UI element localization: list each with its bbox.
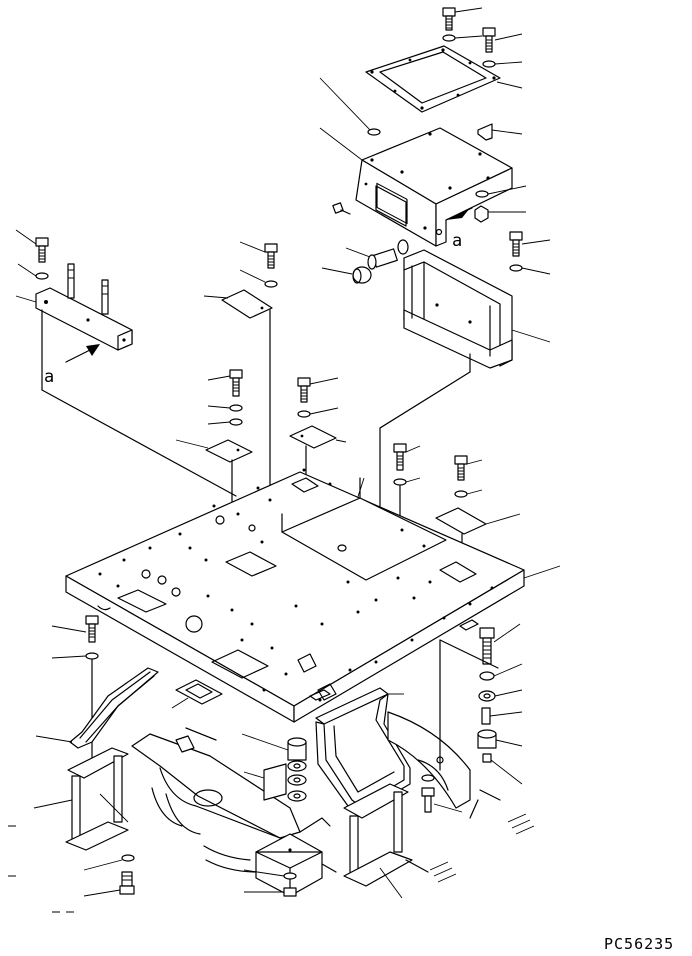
right-bolt-5 xyxy=(435,455,521,573)
rubber-mount-stack xyxy=(241,733,307,802)
mid-bolt-1 xyxy=(239,241,278,288)
drawing-code: PC56235 xyxy=(604,935,674,953)
left-bolt xyxy=(15,229,49,280)
main-frame-plate xyxy=(65,468,561,723)
cover-plate xyxy=(365,45,523,113)
right-legs xyxy=(343,783,413,899)
view-label-a-left: a xyxy=(44,367,54,387)
top-washer xyxy=(442,34,483,42)
right-mount-kit xyxy=(439,623,523,785)
mount-plug-and-bushing xyxy=(321,239,409,284)
left-curved-support xyxy=(35,667,159,749)
mid-bolt-3 xyxy=(289,377,347,476)
view-label-a-right: a xyxy=(452,231,462,251)
box-bracket xyxy=(403,249,551,369)
right-upper-bolt xyxy=(509,231,551,275)
left-legs xyxy=(33,747,129,851)
top-bolt xyxy=(442,7,483,31)
lower-arm xyxy=(131,727,331,873)
left-bracket xyxy=(15,263,133,351)
box-washer-and-nut xyxy=(445,185,527,223)
left-mount-bolt xyxy=(51,615,99,761)
centre-bracket xyxy=(243,833,337,897)
right-side-cover xyxy=(387,639,535,883)
small-screw xyxy=(332,202,351,215)
lower-pad xyxy=(171,679,223,741)
right-top-bolt xyxy=(482,27,523,68)
left-bottom-washer-bolt xyxy=(83,854,135,897)
view-a-arrow-left: a xyxy=(44,344,100,387)
mid-bolt-2 xyxy=(175,369,253,521)
